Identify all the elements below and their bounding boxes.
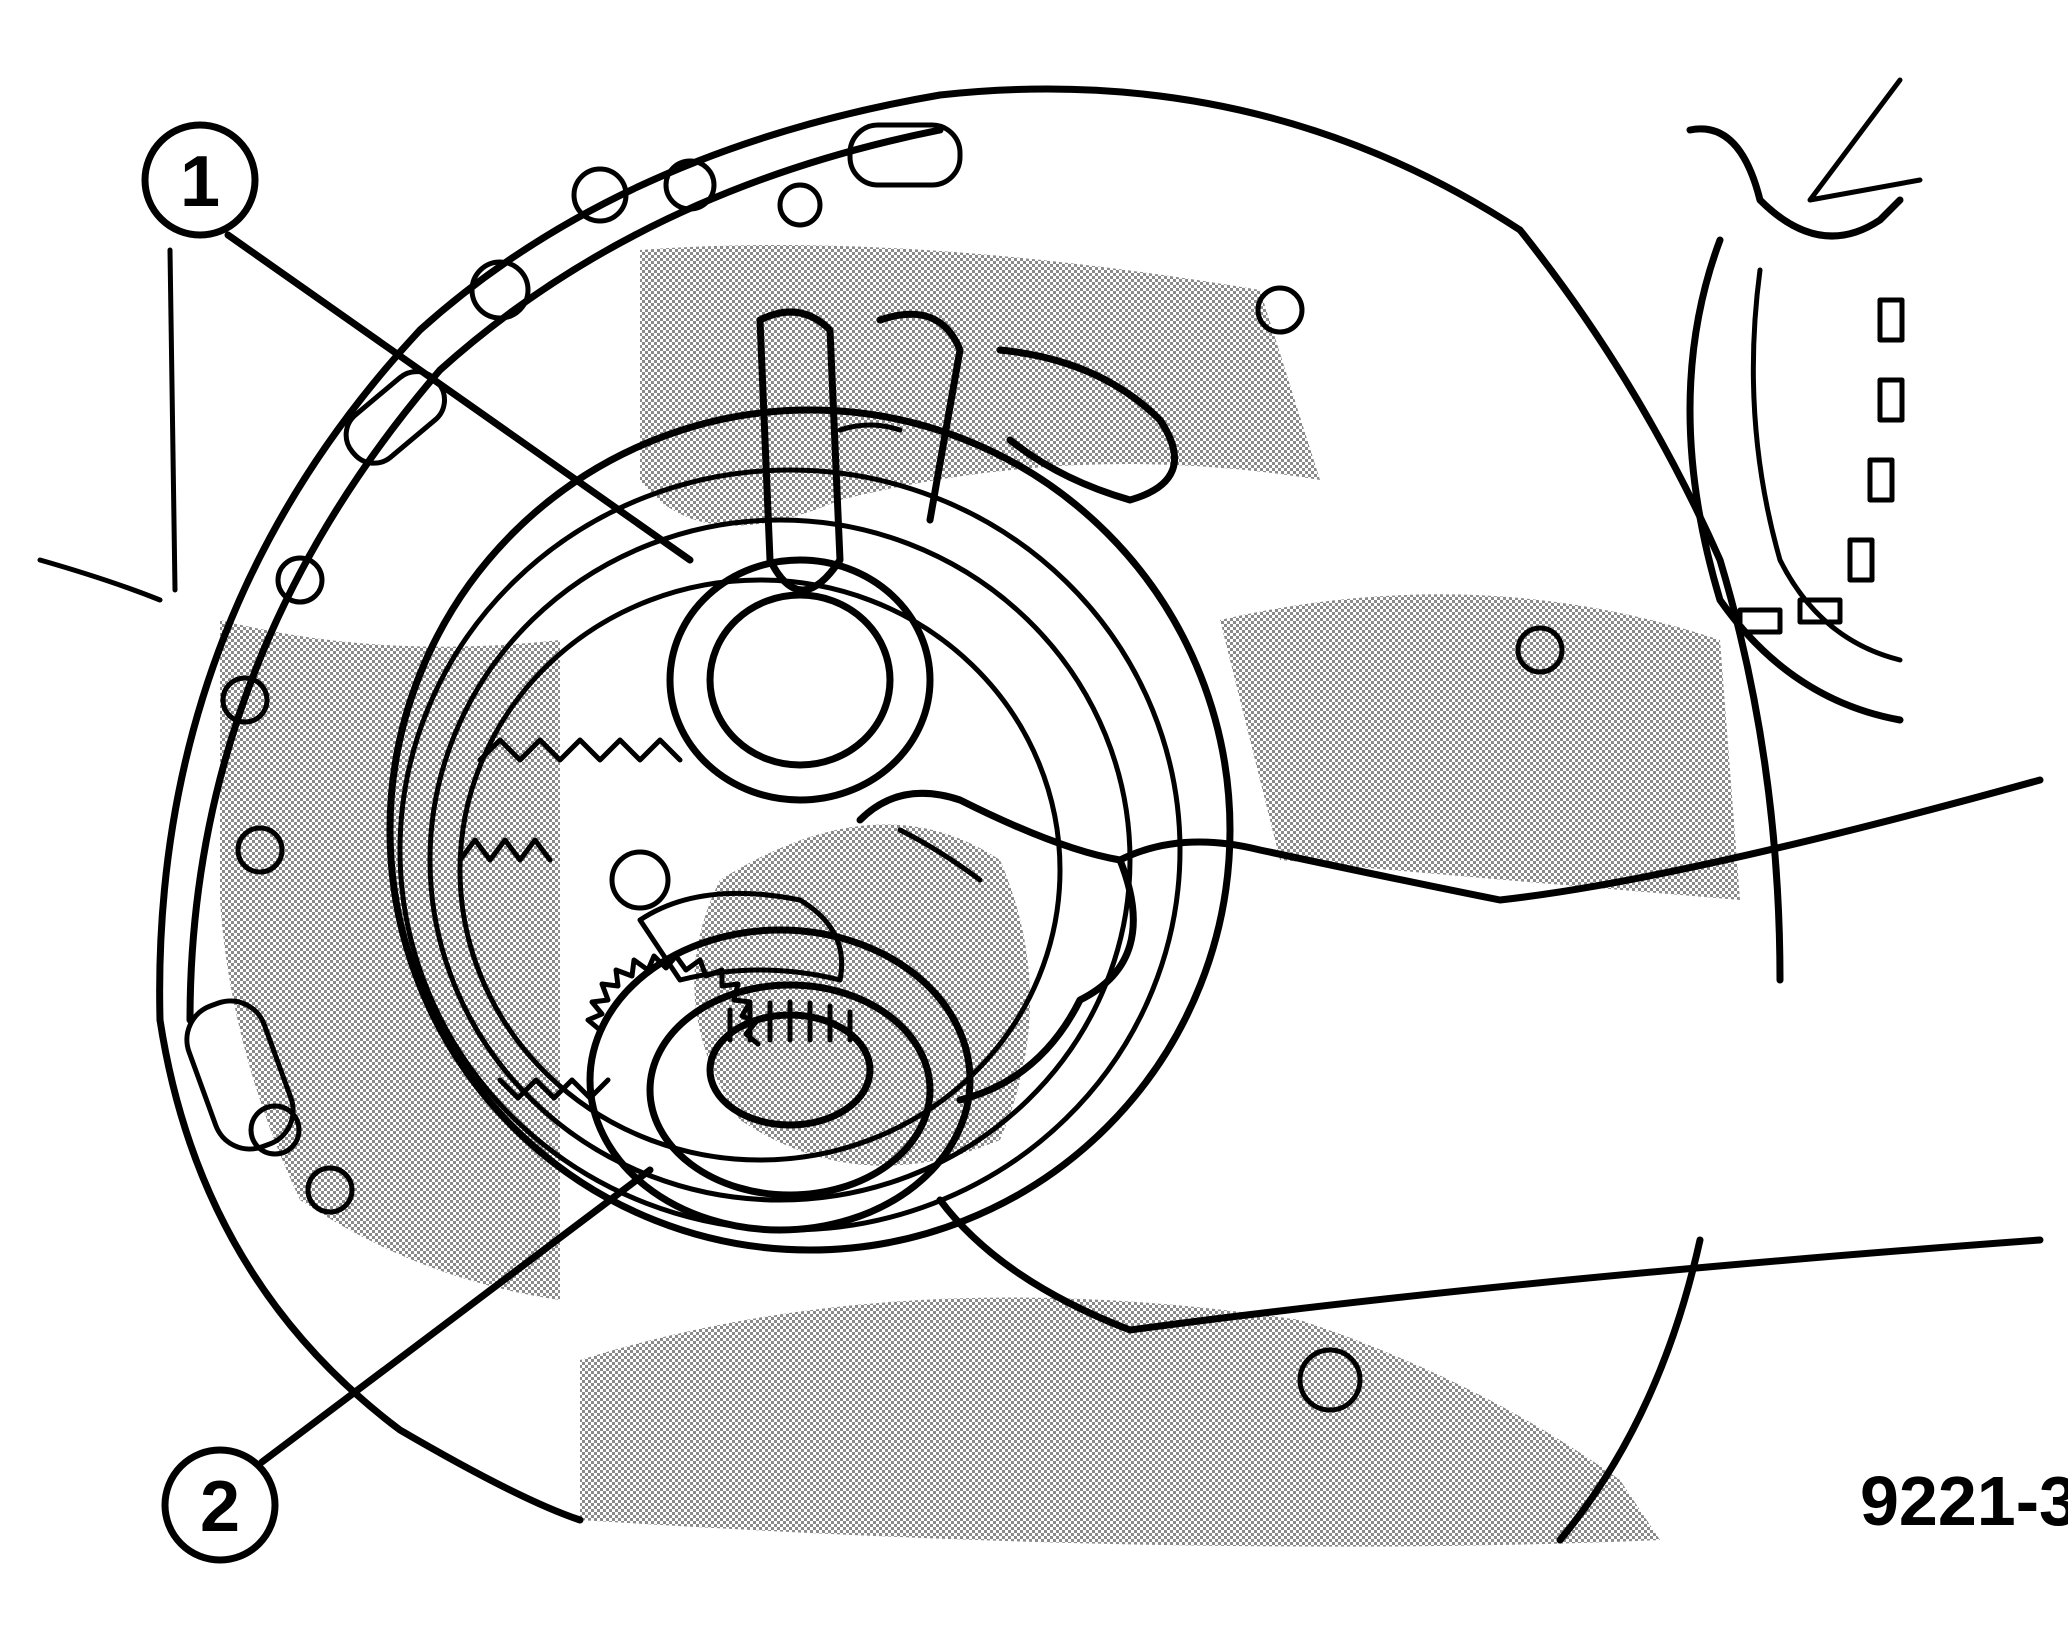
planetary-gear: [585, 849, 974, 1234]
valve-body-bracket: [1686, 77, 1923, 724]
callout-2: 2: [161, 1166, 654, 1564]
callout-2-number: 2: [200, 1467, 240, 1547]
callout-1: 1: [141, 121, 694, 564]
bolt-holes: [184, 122, 1565, 1413]
figure-id: 9221-34: [1860, 1462, 2068, 1540]
thrust-washer: [666, 556, 934, 804]
shading: [220, 245, 1740, 1547]
callout-1-number: 1: [180, 142, 220, 222]
technician-hand: [756, 308, 2044, 1334]
